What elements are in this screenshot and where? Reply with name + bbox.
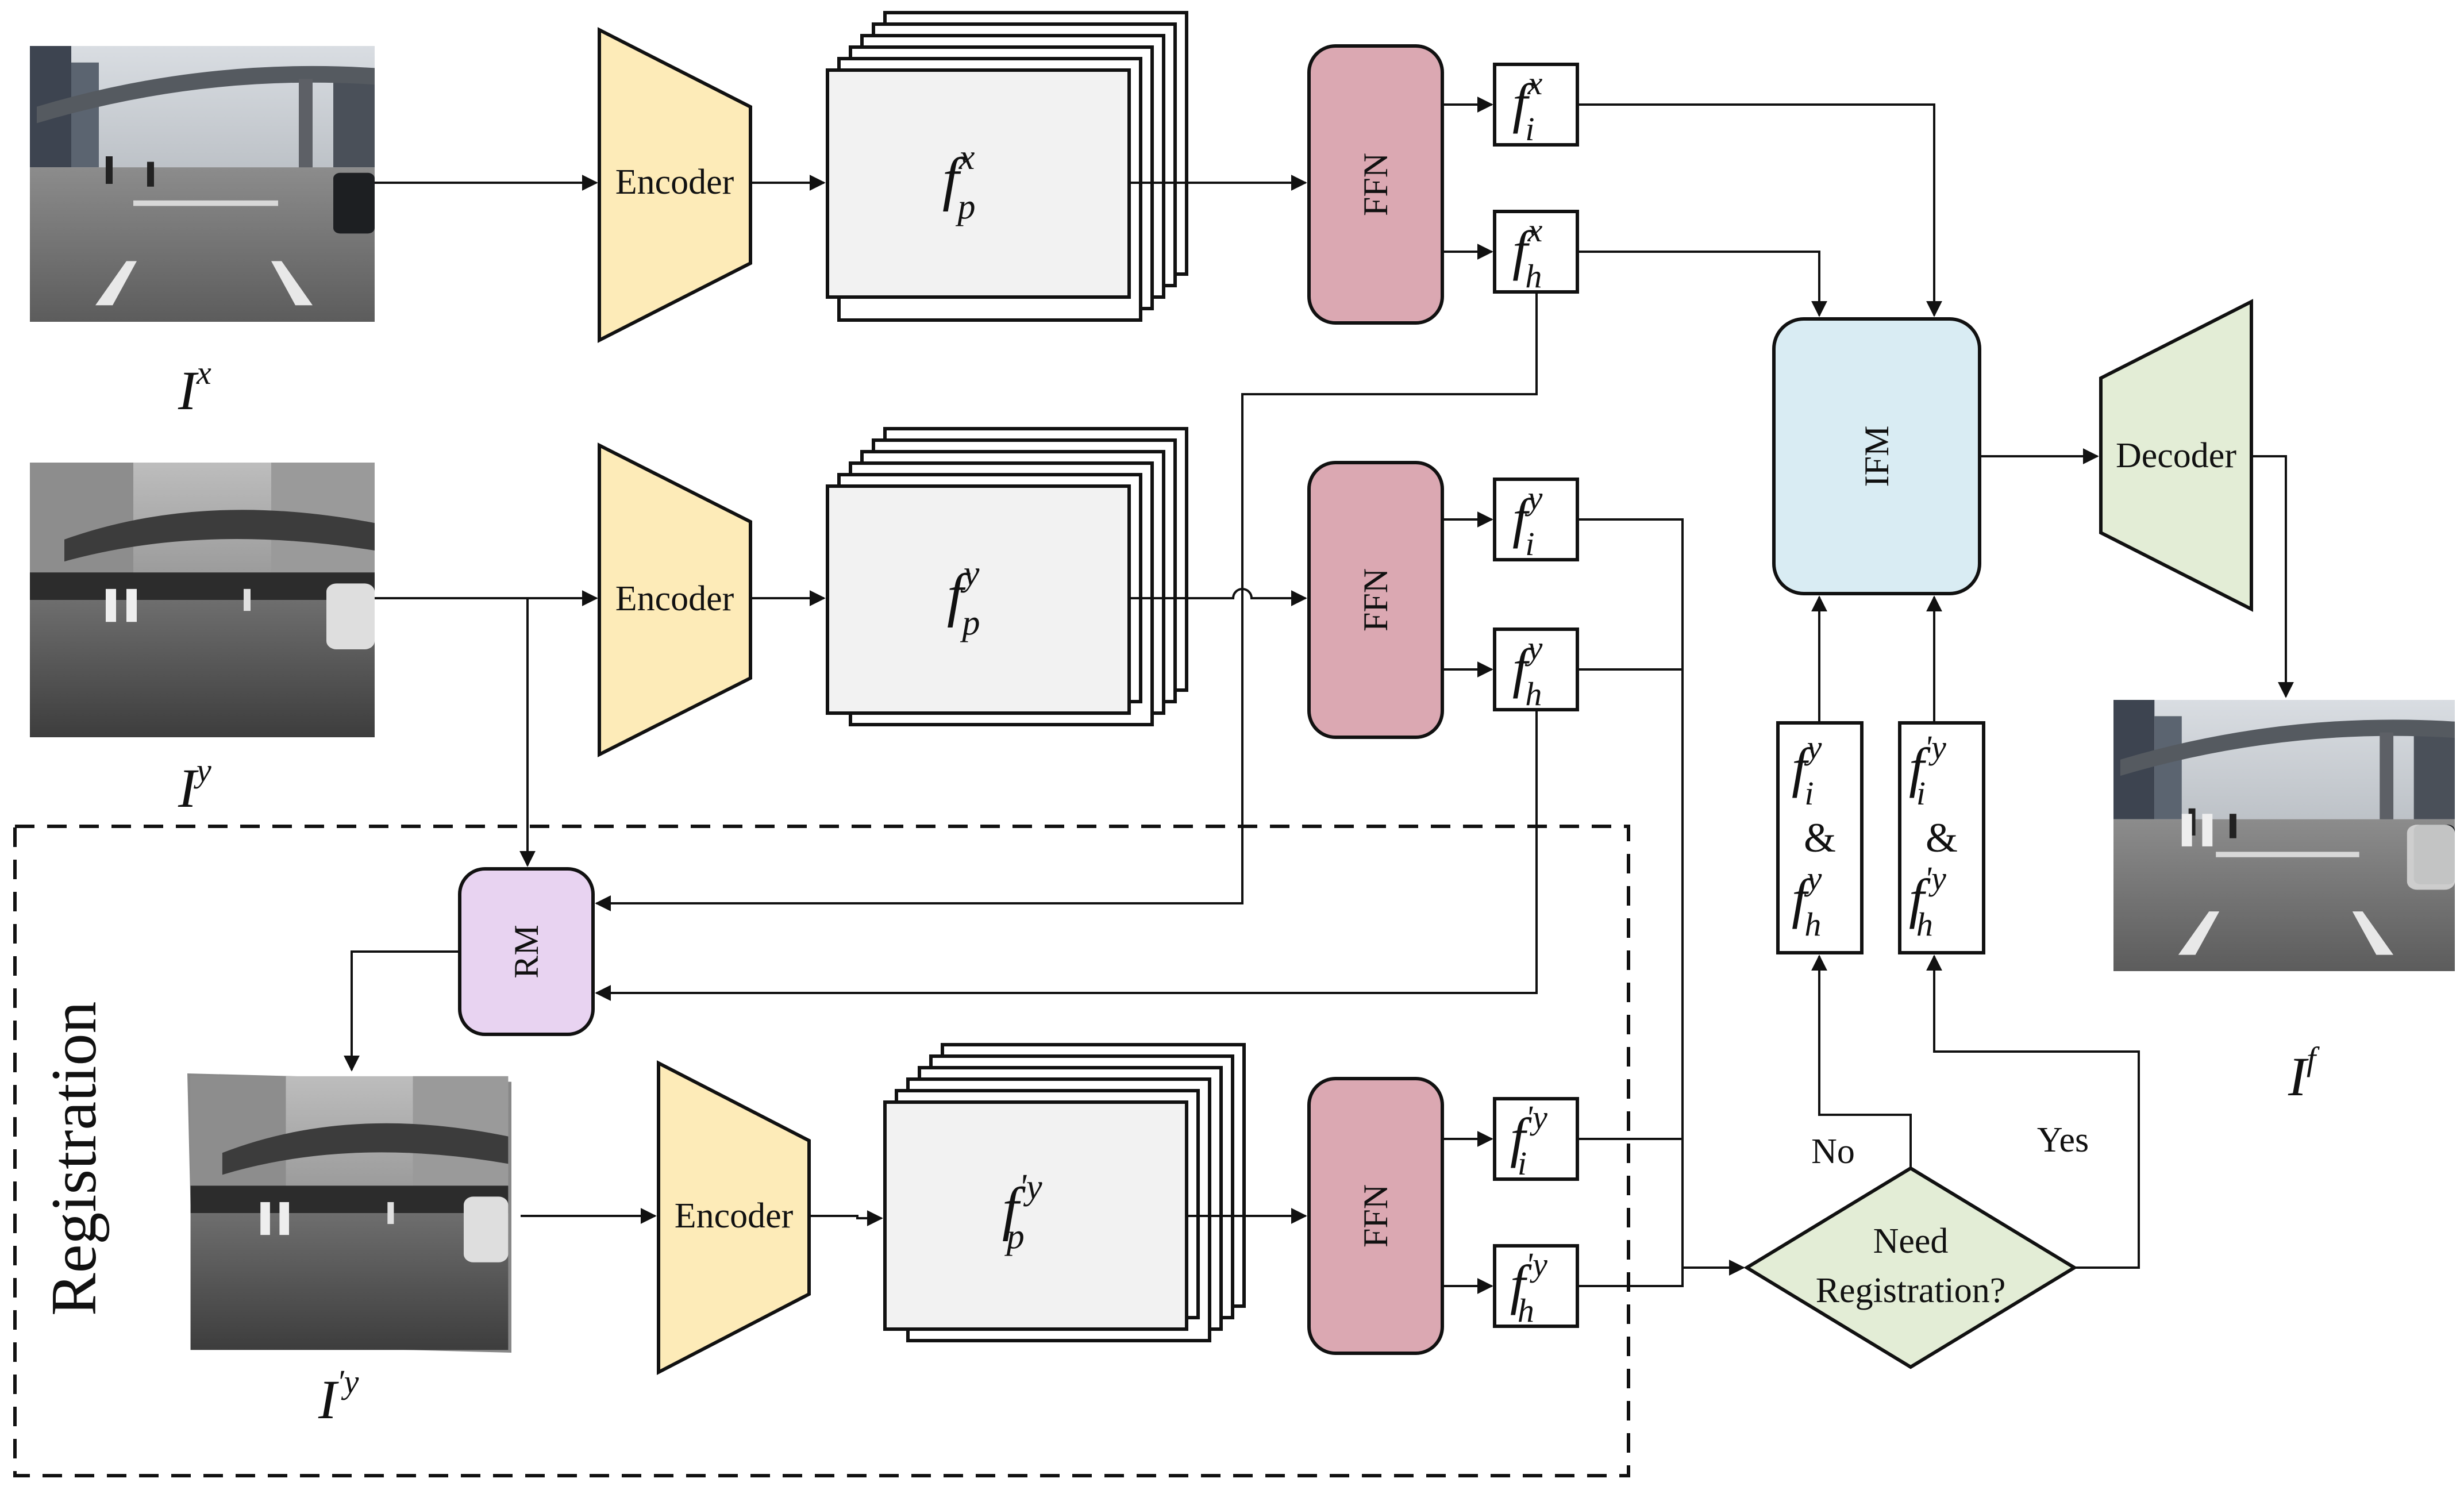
registered-image xyxy=(187,1073,511,1353)
encoder-1: Encoder xyxy=(598,27,752,343)
svg-text:FFN: FFN xyxy=(1357,1184,1395,1248)
ffn-2: FFN xyxy=(1307,461,1444,739)
branch-label-no: No xyxy=(1811,1132,1855,1171)
ffn-1: FFN xyxy=(1307,44,1444,325)
svg-text:Encoder: Encoder xyxy=(675,1196,794,1235)
ffn-3: FFN xyxy=(1307,1077,1444,1355)
branch-label-yes: Yes xyxy=(2037,1121,2089,1160)
svg-text:f'yh: f'yh xyxy=(1510,1246,1547,1329)
label-registered-image: I′y xyxy=(318,1363,359,1430)
ifm-block: IFM xyxy=(1772,317,1981,595)
svg-text:fyi: fyi xyxy=(1792,729,1822,812)
svg-text:FFN: FFN xyxy=(1357,153,1395,216)
encoder-3: Encoder xyxy=(657,1060,811,1375)
label-fused-image: If xyxy=(2288,1040,2320,1107)
svg-text:IFM: IFM xyxy=(1858,426,1896,487)
need-registration-decision: Need Registration? xyxy=(1743,1166,2078,1369)
svg-text:RM: RM xyxy=(507,925,545,978)
rm-block: RM xyxy=(458,867,595,1036)
svg-text:fyh: fyh xyxy=(1512,629,1543,713)
encoder-2: Encoder xyxy=(598,442,752,757)
svg-text:fyp: fyp xyxy=(947,554,980,642)
infrared-image xyxy=(30,463,375,737)
svg-text:Encoder: Encoder xyxy=(615,579,734,618)
svg-text:Need: Need xyxy=(1873,1222,1949,1261)
svg-text:Decoder: Decoder xyxy=(2116,436,2236,475)
connectors xyxy=(344,97,2294,1294)
svg-text:&: & xyxy=(1804,815,1836,861)
registration-region xyxy=(13,825,1630,1477)
svg-text:&: & xyxy=(1926,815,1958,861)
label-visible-image: Ix xyxy=(178,354,211,421)
fused-image xyxy=(2113,700,2455,971)
svg-text:fyi: fyi xyxy=(1512,479,1543,563)
registration-label: Registration xyxy=(38,1002,110,1316)
svg-text:f'yp: f'yp xyxy=(1002,1168,1042,1256)
svg-text:fxp: fxp xyxy=(942,138,975,226)
svg-text:Registration?: Registration? xyxy=(1816,1271,2006,1310)
decoder: Decoder xyxy=(2099,299,2253,612)
label-infrared-image: Iy xyxy=(178,752,211,819)
svg-text:Encoder: Encoder xyxy=(615,163,734,202)
svg-text:FFN: FFN xyxy=(1357,568,1395,632)
visible-image xyxy=(30,46,375,322)
